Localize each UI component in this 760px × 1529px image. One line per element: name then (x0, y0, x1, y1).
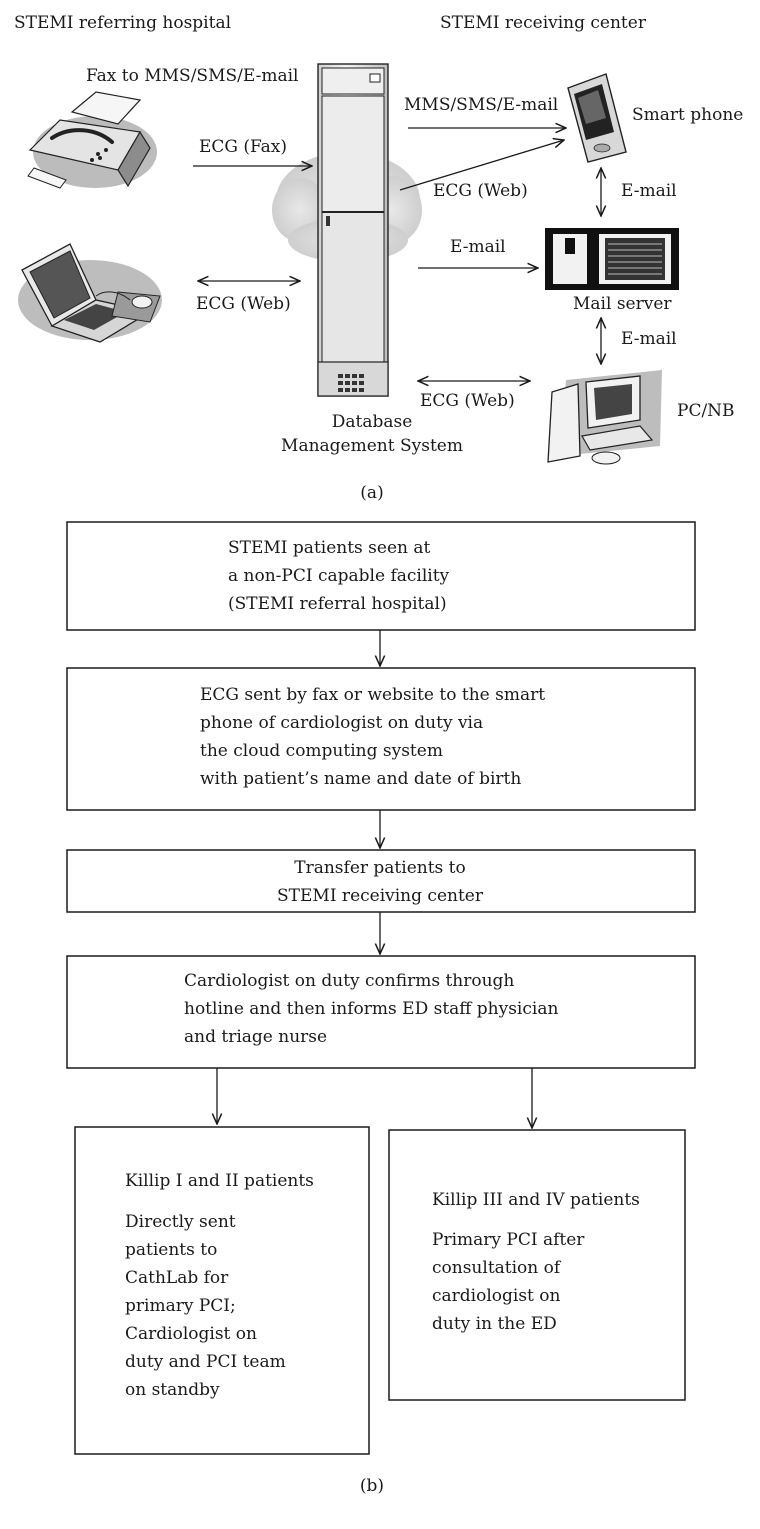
box2-line-3: the cloud computing system (200, 741, 443, 761)
flow-box-3 (66, 849, 696, 913)
box5-line-3: CathLab for (125, 1268, 229, 1288)
to-pc-label: ECG (Web) (420, 391, 515, 411)
smart-phone-icon (567, 73, 627, 163)
box6-line-1: Primary PCI after (432, 1230, 585, 1250)
caption-b: (b) (360, 1476, 384, 1496)
flow-box-killip-3-4 (388, 1129, 686, 1401)
box5-title: Killip I and II patients (125, 1171, 314, 1191)
box4-line-1: Cardiologist on duty confirms through (184, 971, 514, 991)
box6-line-3: cardiologist on (432, 1286, 561, 1306)
caption-a: (a) (360, 483, 383, 503)
to-mail-label: E-mail (450, 237, 506, 257)
box1-line-3: (STEMI referral hospital) (228, 594, 447, 614)
box3-line-2: STEMI receiving center (277, 886, 484, 906)
mail-pc-link-label: E-mail (621, 329, 677, 349)
to-phone-label: MMS/SMS/E-mail (404, 95, 558, 115)
flow-box-2 (66, 667, 696, 811)
box1-line-2: a non-PCI capable facility (228, 566, 450, 586)
box4-line-3: and triage nurse (184, 1027, 327, 1047)
mail-server-icon (545, 228, 679, 290)
mail-server-label: Mail server (573, 294, 672, 314)
laptop-arrow-label: ECG (Web) (196, 294, 291, 314)
fax-top-label: Fax to MMS/SMS/E-mail (86, 66, 298, 86)
box2-line-1: ECG sent by fax or website to the smart (200, 685, 545, 705)
pc-icon (547, 370, 662, 465)
box1-line-1: STEMI patients seen at (228, 538, 431, 558)
box6-line-4: duty in the ED (432, 1314, 557, 1334)
flow-box-killip-1-2 (74, 1126, 370, 1455)
box5-line-5: Cardiologist on (125, 1324, 257, 1344)
box5-line-7: on standby (125, 1380, 220, 1400)
phone-mail-link-label: E-mail (621, 181, 677, 201)
header-referring-hospital: STEMI referring hospital (14, 13, 231, 33)
box2-line-2: phone of cardiologist on duty via (200, 713, 483, 733)
db-label-line1: Database (332, 412, 413, 432)
box4-line-2: hotline and then informs ED staff physic… (184, 999, 558, 1019)
box5-line-4: primary PCI; (125, 1296, 236, 1316)
flow-box-1 (66, 521, 696, 631)
box2-line-4: with patient’s name and date of birth (200, 769, 521, 789)
web-to-phone-arrow (399, 140, 564, 191)
db-label-line2: Management System (281, 436, 463, 456)
box6-title: Killip III and IV patients (432, 1190, 640, 1210)
box5-line-2: patients to (125, 1240, 217, 1260)
fax-machine-icon (27, 91, 157, 189)
web-to-phone-label: ECG (Web) (433, 181, 528, 201)
box3-line-1: Transfer patients to (294, 858, 465, 878)
database-server-icon (317, 63, 389, 397)
box5-line-1: Directly sent (125, 1212, 236, 1232)
laptop-icon (18, 243, 162, 343)
fax-arrow-label: ECG (Fax) (199, 137, 287, 157)
flow-box-4 (66, 955, 696, 1069)
header-receiving-center: STEMI receiving center (440, 13, 647, 33)
box5-line-6: duty and PCI team (125, 1352, 286, 1372)
box6-line-2: consultation of (432, 1258, 562, 1278)
phone-label: Smart phone (632, 105, 743, 125)
pc-label: PC/NB (677, 401, 735, 421)
